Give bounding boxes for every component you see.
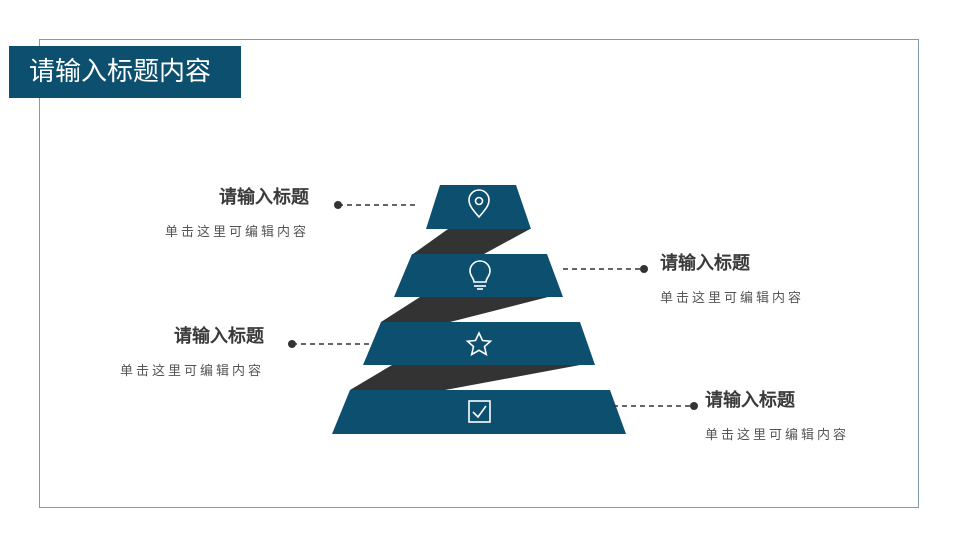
checkbox-icon — [468, 400, 491, 423]
location-pin-icon — [468, 189, 490, 219]
connector-dot-2 — [640, 265, 648, 273]
item-heading: 请输入标题 — [705, 390, 795, 411]
item-subtext: 单击这里可编辑内容 — [164, 225, 309, 240]
item-heading: 请输入标题 — [174, 326, 264, 347]
connector-dot-1 — [334, 201, 342, 209]
pyramid-connector-2 — [381, 297, 548, 322]
pyramid-tier-2 — [394, 254, 563, 297]
pyramid-tier-4 — [332, 390, 626, 434]
pyramid-tier-3 — [363, 322, 595, 365]
star-icon — [465, 331, 493, 357]
item-2: 请输入标题 单击这里可编辑内容 — [660, 249, 804, 306]
item-subtext: 单击这里可编辑内容 — [660, 291, 805, 306]
item-subtext: 单击这里可编辑内容 — [705, 428, 850, 443]
connector-dot-4 — [690, 402, 698, 410]
page-title: 请输入标题内容 — [9, 46, 241, 98]
item-3: 请输入标题 单击这里可编辑内容 — [120, 322, 264, 379]
connector-dot-3 — [288, 340, 296, 348]
pyramid-connector-1 — [413, 229, 530, 254]
lightbulb-icon — [469, 260, 491, 290]
pyramid-connector-3 — [350, 365, 580, 390]
slide-frame — [39, 39, 919, 508]
item-heading: 请输入标题 — [219, 187, 309, 208]
item-subtext: 单击这里可编辑内容 — [119, 364, 264, 379]
item-4: 请输入标题 单击这里可编辑内容 — [705, 386, 849, 443]
item-1: 请输入标题 单击这里可编辑内容 — [165, 183, 309, 240]
item-heading: 请输入标题 — [660, 253, 750, 274]
pyramid-tier-1 — [426, 185, 531, 229]
